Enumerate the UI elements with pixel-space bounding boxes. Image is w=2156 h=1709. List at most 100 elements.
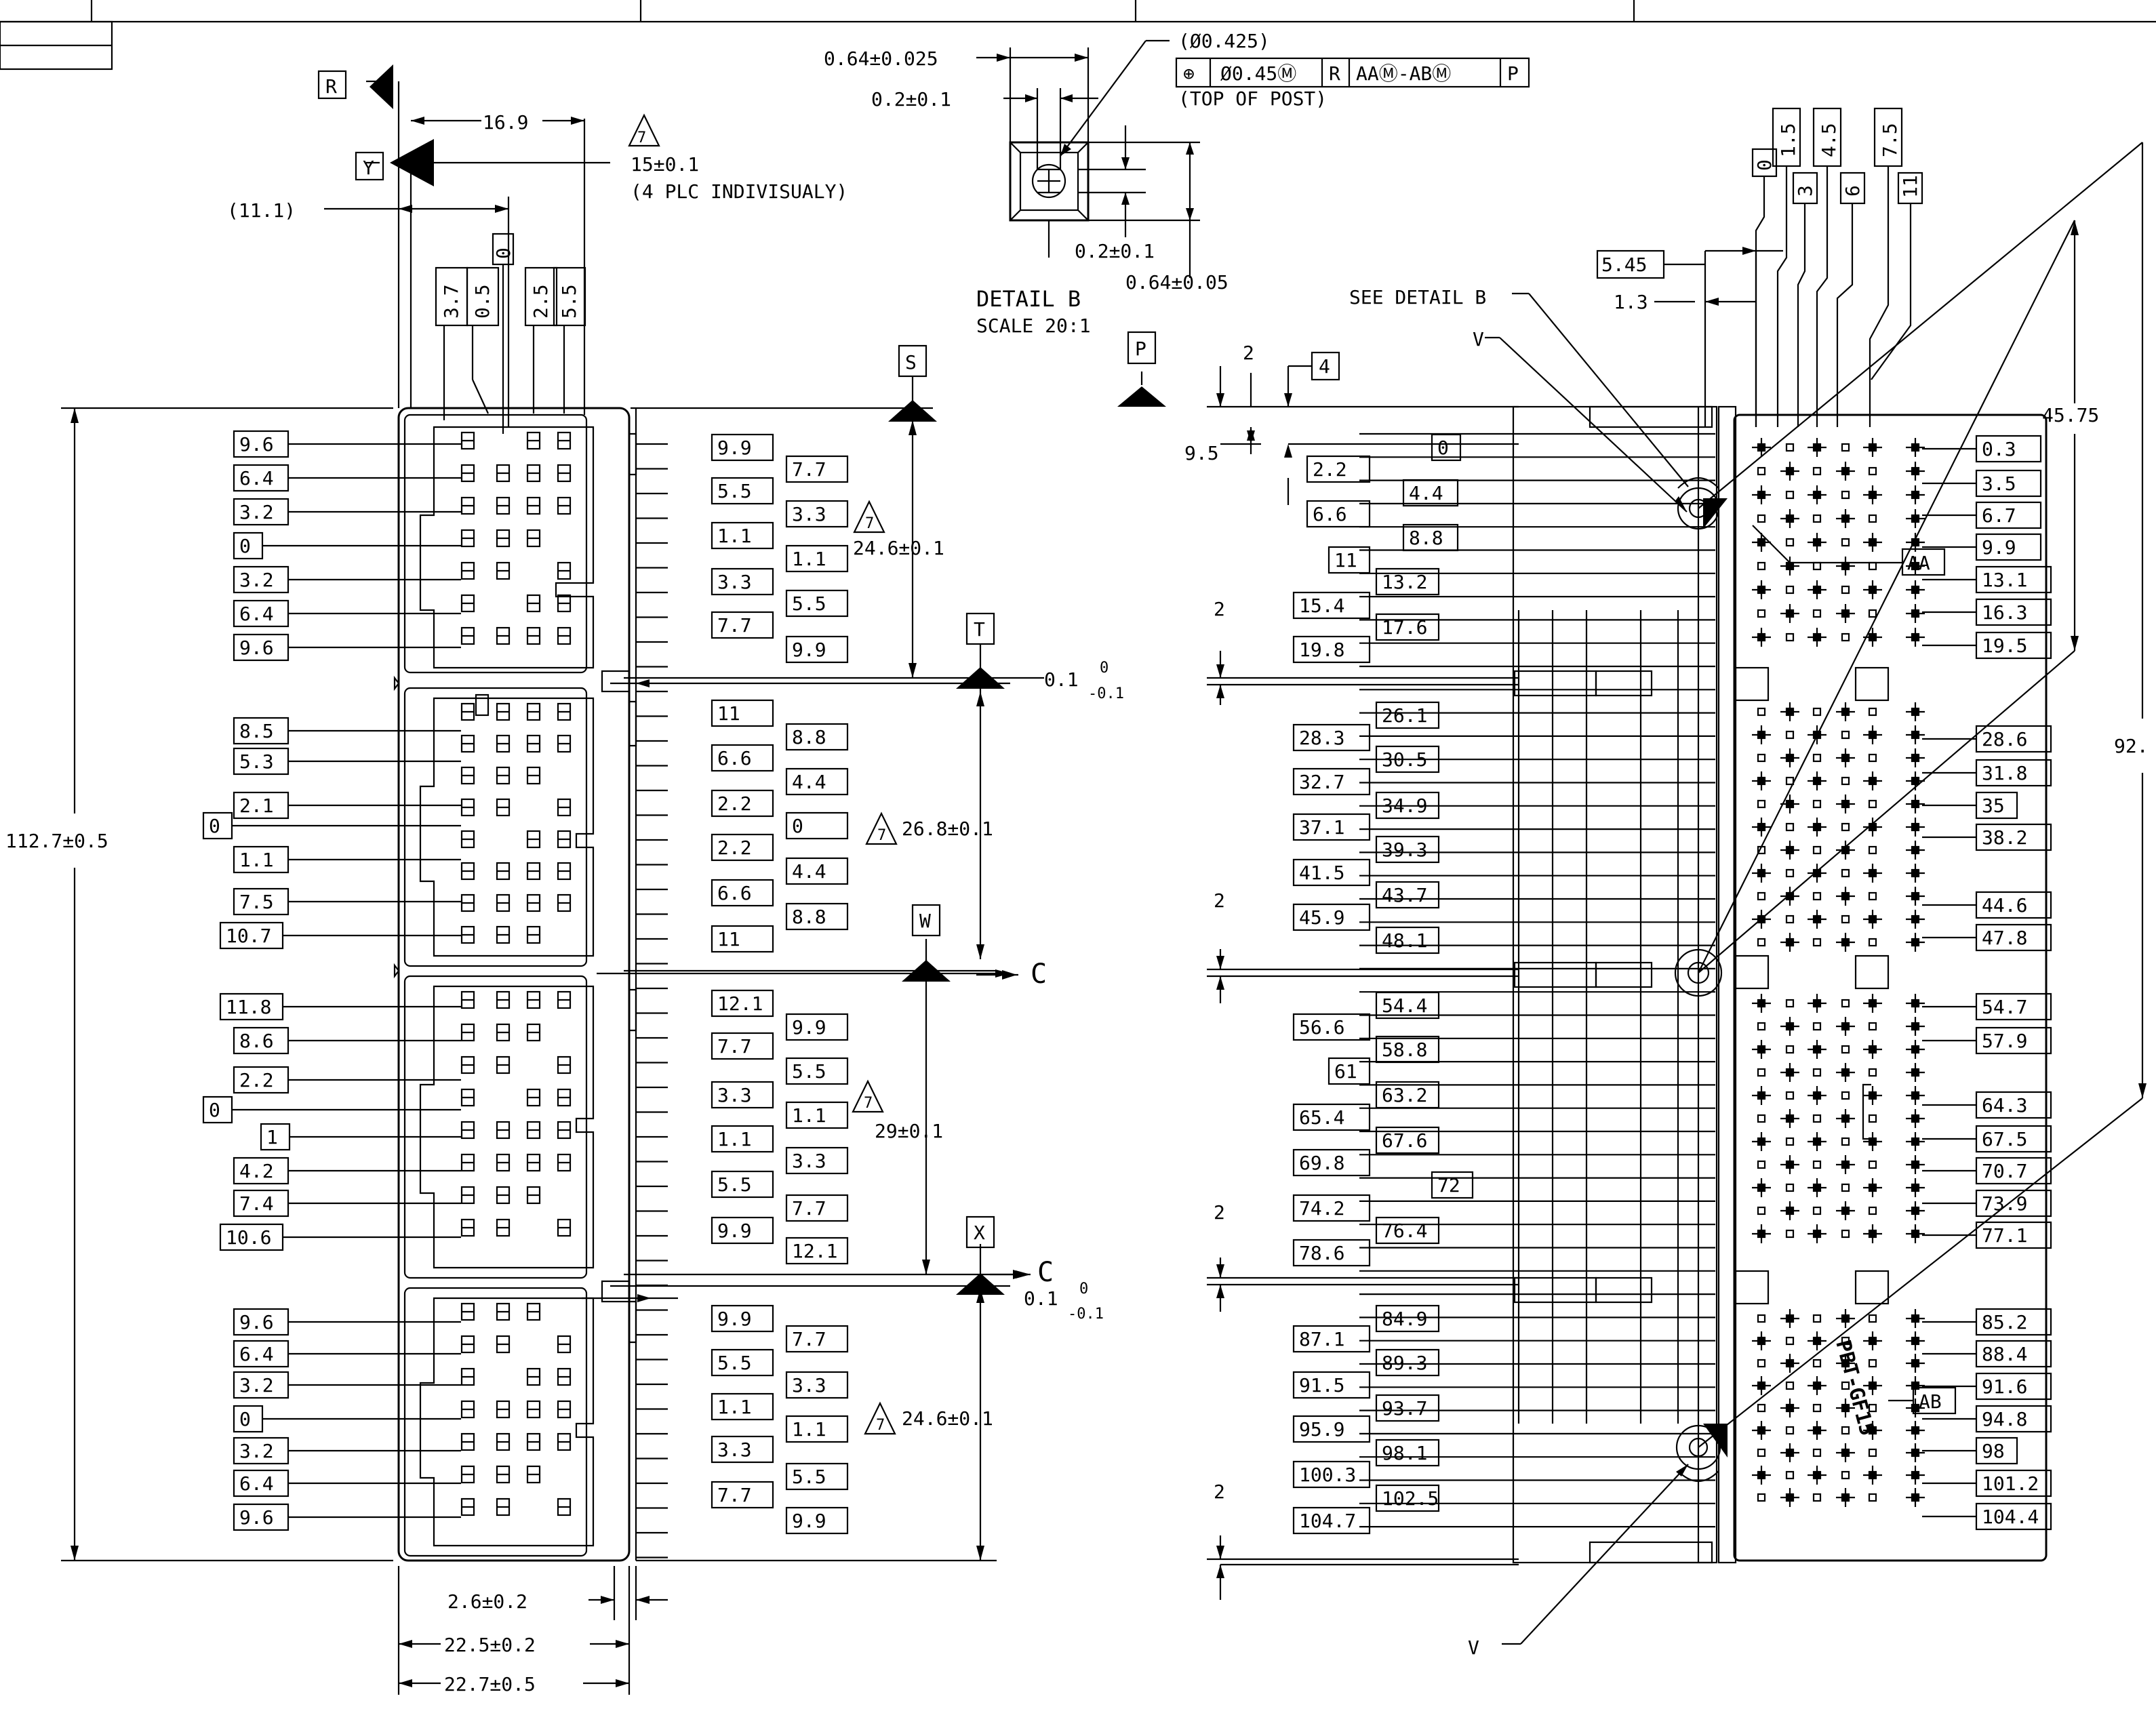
right-dim-label-a-box [711, 989, 774, 1018]
right-dim-label-b: 12.1 [792, 1240, 837, 1262]
pin-empty [1868, 799, 1877, 809]
left-view-dimensions [61, 64, 1044, 1695]
right-dim-label-a-box [711, 1125, 774, 1153]
col-label-3-7: 3.7 [440, 284, 462, 319]
right-dim-label-a: 3.3 [717, 1084, 752, 1106]
side-label-b-box [1292, 903, 1371, 931]
side-label-b-box [1292, 858, 1371, 887]
side-label-a: 30.5 [1382, 748, 1427, 771]
side-label-right: 94.8 [1982, 1408, 2027, 1430]
left-dim-label: 0 [239, 1408, 251, 1430]
right-dim-label-b-box [785, 902, 849, 931]
side-label-b: 15.4 [1299, 595, 1344, 617]
dim-4: 4 [1319, 355, 1330, 378]
pin-empty [1841, 1137, 1850, 1146]
left-dim-label: 8.5 [239, 720, 274, 742]
side-label-a-box [1431, 433, 1462, 462]
right-dim-label-b: 7.7 [792, 458, 826, 481]
pin-empty [1785, 585, 1795, 595]
pin-empty [1868, 707, 1877, 717]
fcf-datum-aa-ab: AAⓂ-ABⓂ [1356, 62, 1451, 85]
pin-empty [1868, 609, 1877, 618]
dim-5-45: 5.45 [1601, 254, 1647, 276]
pin-empty [1757, 609, 1766, 618]
pin-empty [1757, 799, 1766, 809]
left-dim-label: 9.6 [239, 1506, 274, 1529]
side-label-a: 17.6 [1382, 616, 1427, 639]
side-label-b: 37.1 [1299, 816, 1344, 839]
tol-2-val: 0.1 [1024, 1287, 1058, 1310]
left-dim-label: 5.3 [239, 750, 274, 773]
datum-c-1: C [1031, 959, 1047, 990]
pin-empty [1868, 1114, 1877, 1123]
right-dim-label-a: 7.7 [717, 1035, 752, 1058]
pin-empty [1868, 1448, 1877, 1457]
side-label-b: 69.8 [1299, 1152, 1344, 1174]
side-label-a-box [1402, 523, 1459, 552]
datum-p: P [1135, 338, 1146, 360]
right-dim-label-b: 9.9 [792, 1510, 826, 1532]
side-label-right: 77.1 [1982, 1224, 2027, 1247]
side-label-a-box [1375, 1439, 1440, 1467]
right-dim-label-a-box [711, 833, 774, 862]
pin-empty [1757, 1160, 1766, 1169]
pin-empty [1812, 514, 1822, 523]
side-label-b-box [1292, 1239, 1371, 1267]
see-detail-b: SEE DETAIL B [1349, 286, 1486, 308]
side-label-right: 6.7 [1982, 504, 2016, 527]
right-dim-label-b-box [785, 1146, 849, 1175]
post-leader-lines [636, 443, 668, 1559]
right-dim-label-b-box [785, 635, 849, 664]
pin-empty [1868, 1068, 1877, 1077]
dim-15-note: (4 PLC INDIVISUALY) [631, 180, 847, 203]
side-label-b-box [1292, 591, 1371, 620]
left-dim-label: 9.6 [239, 637, 274, 659]
right-dim-label-a: 2.2 [717, 792, 752, 815]
right-dim-label-a: 3.3 [717, 571, 752, 593]
pin-empty [1812, 1359, 1822, 1368]
pin-empty [1785, 999, 1795, 1008]
side-label-a-box [1375, 613, 1440, 641]
pin-empty [1785, 1336, 1795, 1346]
datum-r: R [325, 75, 337, 98]
side-label-a-box [1375, 835, 1440, 864]
right-dim-label-a: 12.1 [717, 992, 763, 1015]
left-dim-label: 3.2 [239, 1440, 274, 1462]
tol-1-dn: -0.1 [1088, 685, 1124, 702]
side-label-a-box [1375, 881, 1440, 909]
right-dim-label-b-box [785, 767, 849, 796]
dim-9-5: 9.5 [1184, 442, 1219, 464]
side-label-a: 13.2 [1382, 571, 1427, 593]
side-label-b-box [1292, 1194, 1371, 1222]
pin-empty [1868, 1403, 1877, 1413]
pin-empty [1812, 799, 1822, 809]
dim-2-6: 2.6±0.2 [447, 1590, 527, 1613]
detail-phi: (Ø0.425) [1178, 30, 1270, 52]
section-tri-4: 7 [876, 1417, 885, 1434]
pin-empty [1841, 490, 1850, 500]
right-dim-label-b: 3.3 [792, 1374, 826, 1396]
side-label-b: 95.9 [1299, 1418, 1344, 1441]
dim-2: 2 [1243, 342, 1254, 364]
detail-inner-v-dim: 0.2±0.1 [1075, 240, 1155, 262]
side-label-a-box [1375, 991, 1440, 1020]
side-label-right: 3.5 [1982, 473, 2016, 495]
pin-empty [1868, 1314, 1877, 1323]
left-dim-label: 7.5 [239, 891, 274, 913]
pin-empty [1841, 1470, 1850, 1480]
leader-v-top: V [1473, 328, 1484, 350]
pin-empty [1812, 845, 1822, 855]
fcf-datum-p: P [1507, 62, 1519, 85]
pin-empty [1785, 1229, 1795, 1239]
pin-empty [1785, 822, 1795, 832]
side-label-right: 64.3 [1982, 1094, 2027, 1117]
side-label-a-box [1375, 1126, 1440, 1154]
side-label-a: 67.6 [1382, 1129, 1427, 1152]
pin-empty [1841, 914, 1850, 924]
side-label-a-box [1375, 567, 1440, 596]
pin-empty [1812, 753, 1822, 763]
side-label-b: 87.1 [1299, 1328, 1344, 1350]
side-label-right: 47.8 [1982, 927, 2027, 949]
pin-empty [1812, 1206, 1822, 1215]
right-leader-lines [1359, 433, 1715, 1528]
